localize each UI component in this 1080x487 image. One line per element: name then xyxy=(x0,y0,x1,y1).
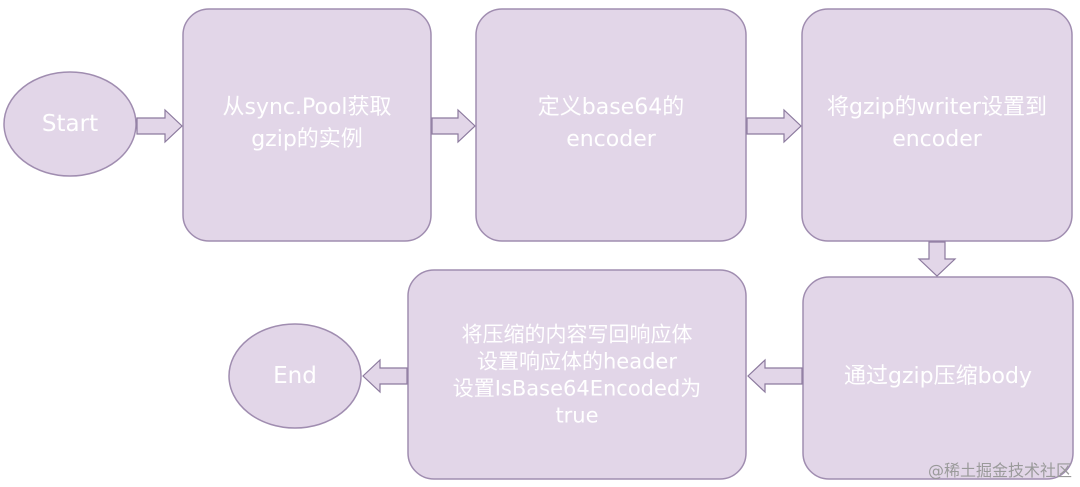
node-label-line: encoder xyxy=(892,127,983,152)
arrow-write-response-to-end xyxy=(362,358,408,394)
arrow-start-to-get-gzip xyxy=(136,108,183,144)
write-response-label: 将压缩的内容写回响应体设置响应体的header 设置IsBase64Encoded… xyxy=(453,323,702,428)
node-label-line: 将gzip的writer设置到 xyxy=(827,95,1047,120)
set-writer-label: 将gzip的writer设置到 encoder xyxy=(827,95,1047,152)
node-label-line: End xyxy=(273,363,317,389)
compress-body-node xyxy=(802,276,1074,480)
node-label-line: true xyxy=(555,404,598,428)
compress-body-label: 通过gzip压缩body xyxy=(844,364,1032,389)
node-label-line: 定义base64的 xyxy=(538,95,684,120)
node-label-line: encoder xyxy=(566,127,657,152)
node-label-line: 设置响应体的header xyxy=(477,350,677,374)
node-label-line: 设置IsBase64Encoded为 xyxy=(453,377,702,401)
arrow-set-writer-to-compress-body xyxy=(917,241,957,277)
define-encoder-label: 定义base64的 encoder xyxy=(538,95,684,152)
node-label-line: 将压缩的内容写回响应体 xyxy=(462,323,693,347)
start-node xyxy=(3,71,137,177)
get-gzip-instance-node xyxy=(182,8,432,242)
arrow-compress-body-to-write-response xyxy=(747,358,803,394)
node-label-line: 通过gzip压缩body xyxy=(844,364,1032,389)
write-response-node xyxy=(407,269,747,480)
node-label-line: gzip的实例 xyxy=(251,127,363,152)
arrow-get-gzip-to-define-encoder xyxy=(431,108,476,144)
start-label: Start xyxy=(42,111,98,137)
arrow-define-encoder-to-set-writer xyxy=(746,108,802,144)
node-label-line: 从sync.Pool获取 xyxy=(222,95,391,120)
get-gzip-instance-label: 从sync.Pool获取 gzip的实例 xyxy=(222,95,391,152)
watermark: @稀土掘金技术社区 xyxy=(927,461,1072,480)
end-label: End xyxy=(273,363,317,389)
define-encoder-node xyxy=(475,8,747,242)
node-label-line: Start xyxy=(42,111,98,137)
end-node xyxy=(228,323,362,429)
set-writer-node xyxy=(801,8,1073,242)
